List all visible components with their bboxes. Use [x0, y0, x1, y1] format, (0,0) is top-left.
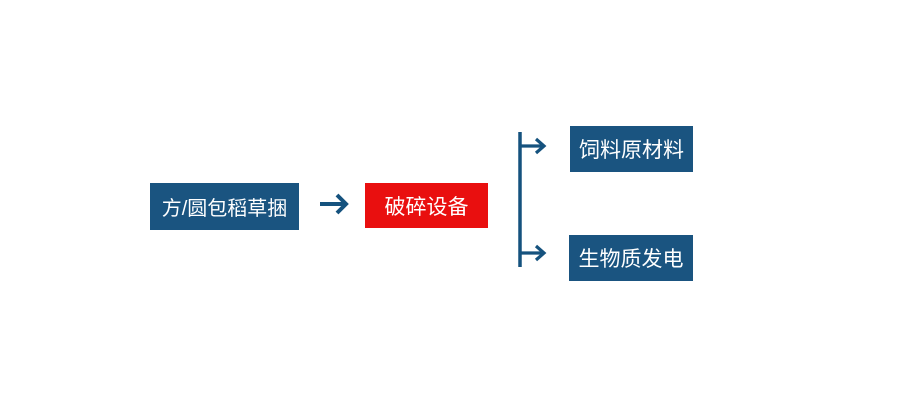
- arrow-right-icon: [320, 193, 349, 215]
- source-box-label: 方/圆包稻草捆: [161, 198, 288, 220]
- source-box: 方/圆包稻草捆: [150, 183, 299, 230]
- output-box-power: 生物质发电: [569, 235, 693, 281]
- process-box: 破碎设备: [365, 183, 488, 228]
- branch-arrows-icon: [518, 132, 547, 267]
- output-box-feed: 饲料原材料: [570, 126, 693, 172]
- output-box-feed-label: 饲料原材料: [579, 139, 684, 162]
- output-box-power-label: 生物质发电: [578, 248, 684, 271]
- process-box-label: 破碎设备: [384, 195, 469, 219]
